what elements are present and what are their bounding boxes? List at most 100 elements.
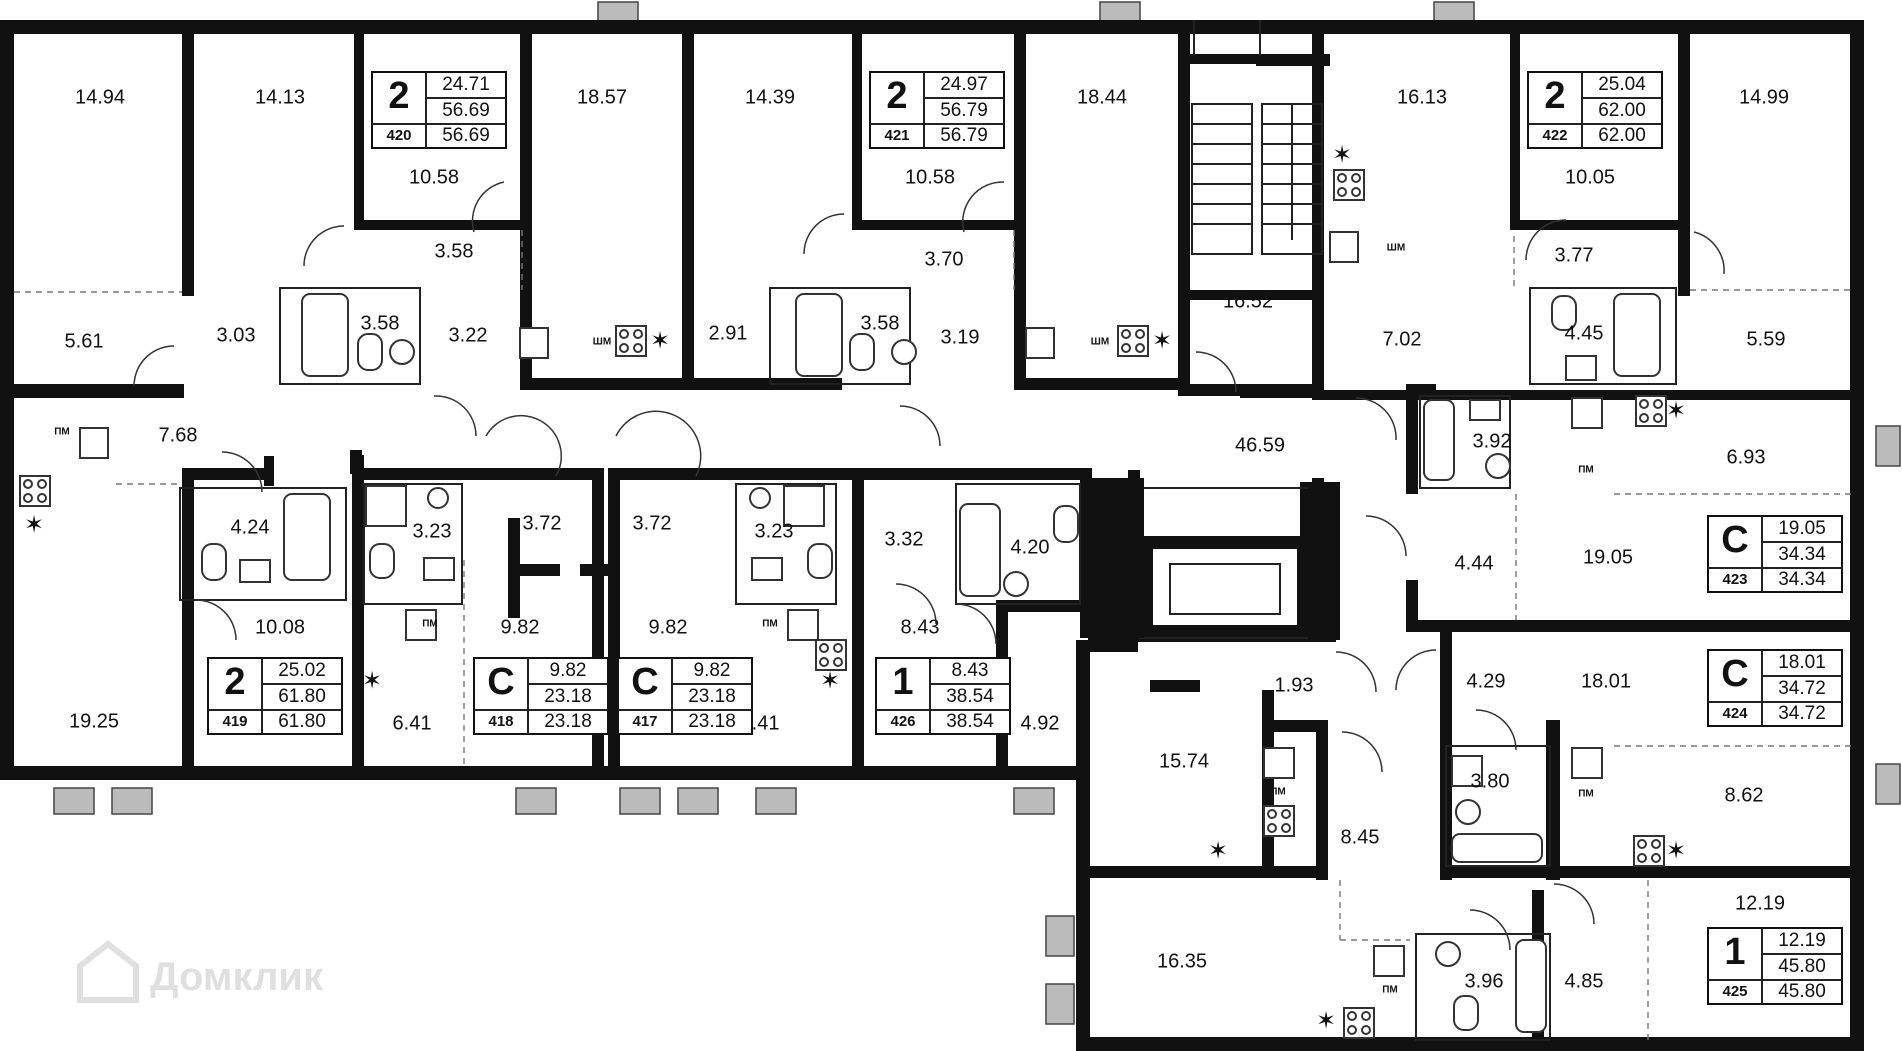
room-label: 19.05 bbox=[1583, 546, 1633, 568]
room-label: 3.96 bbox=[1465, 970, 1504, 992]
room-label: 16.35 bbox=[1157, 950, 1207, 972]
room-label: 18.01 bbox=[1581, 670, 1631, 692]
hood-icon: ✶ bbox=[362, 667, 382, 694]
room-label: 3.72 bbox=[633, 512, 672, 534]
room-label: 7.68 bbox=[159, 424, 198, 446]
rooms-count: С bbox=[487, 661, 514, 703]
total-area: 61.80 bbox=[278, 686, 326, 707]
rooms-count: 1 bbox=[1724, 931, 1745, 973]
room-label: 4.20 bbox=[1011, 536, 1050, 558]
living-area: 24.97 bbox=[940, 74, 988, 95]
apartment-area: 34.34 bbox=[1778, 569, 1826, 590]
hood-icon: ✶ bbox=[1666, 837, 1686, 864]
room-label: 8.45 bbox=[1341, 826, 1380, 848]
apartment-number: 418 bbox=[488, 713, 513, 730]
apartment-number: 424 bbox=[1722, 705, 1748, 722]
living-area: 24.71 bbox=[442, 74, 490, 95]
apartment-badge-420: 2 420 24.71 56.69 56.69 bbox=[371, 71, 507, 149]
apartment-number: 422 bbox=[1542, 127, 1567, 144]
room-label: 3.03 bbox=[217, 324, 256, 346]
room-label: 10.58 bbox=[905, 166, 955, 188]
hood-icon: ✶ bbox=[1208, 837, 1228, 864]
room-label: 5.59 bbox=[1747, 328, 1786, 350]
apartment-area: 34.72 bbox=[1778, 703, 1826, 724]
room-label: 6.93 bbox=[1727, 446, 1766, 468]
room-label: 19.25 bbox=[69, 710, 119, 732]
room-label: 18.44 bbox=[1077, 86, 1127, 108]
total-area: 56.69 bbox=[442, 100, 490, 121]
apartment-number: 423 bbox=[1722, 571, 1747, 588]
room-label: 2.91 bbox=[709, 322, 748, 344]
total-area: 62.00 bbox=[1598, 100, 1646, 121]
room-labels: 14.94 14.13 18.57 14.39 18.44 16.13 14.9… bbox=[65, 86, 1790, 992]
room-label: 3.77 bbox=[1555, 244, 1594, 266]
room-label: 15.74 bbox=[1159, 750, 1209, 772]
rooms-count: 2 bbox=[224, 661, 245, 703]
shm-icon: ШМ bbox=[1387, 243, 1405, 254]
doors bbox=[133, 181, 1725, 951]
watermark-text: Домклик bbox=[150, 955, 324, 999]
hob-icon bbox=[1117, 325, 1149, 357]
room-label: 8.43 bbox=[901, 616, 940, 638]
appliance-labels: ПМ ПМ ПМ ПМ ПМ ПМ ПМ ШМ ШМ ШМ ✶ ✶ ✶ ✶ ✶ … bbox=[24, 141, 1686, 1034]
hob-icon bbox=[1343, 1007, 1375, 1039]
apartment-badge-426: 1 426 8.43 38.54 38.54 bbox=[875, 657, 1011, 735]
outer-walls bbox=[0, 20, 1864, 1051]
apartment-number: 425 bbox=[1722, 983, 1747, 1000]
room-label: 14.94 bbox=[75, 86, 125, 108]
rooms-count: С bbox=[1721, 519, 1748, 561]
hood-icon: ✶ bbox=[1152, 327, 1172, 354]
total-area: 23.18 bbox=[688, 686, 736, 707]
living-area: 9.82 bbox=[550, 660, 587, 681]
apartment-area: 62.00 bbox=[1598, 125, 1646, 146]
room-label: 9.82 bbox=[649, 616, 688, 638]
apartment-badge-422: 2 422 25.04 62.00 62.00 bbox=[1527, 71, 1663, 149]
kitchen-fixtures bbox=[19, 169, 1667, 1039]
rooms-count: 2 bbox=[1544, 75, 1565, 117]
room-label: 3.32 bbox=[885, 528, 924, 550]
room-label: 1.93 bbox=[1275, 674, 1314, 696]
hob-icon bbox=[615, 325, 647, 357]
hob-icon bbox=[1633, 835, 1665, 867]
pm-icon: ПМ bbox=[1382, 985, 1398, 996]
room-label: 3.23 bbox=[413, 520, 452, 542]
apartment-badge-423: С 423 19.05 34.34 34.34 bbox=[1707, 515, 1843, 593]
room-label: 4.24 bbox=[231, 516, 270, 538]
rooms-count: 2 bbox=[886, 75, 907, 117]
hood-icon: ✶ bbox=[1666, 397, 1686, 424]
apartment-badge-425: 1 425 12.19 45.80 45.80 bbox=[1707, 927, 1843, 1005]
room-label: 14.13 bbox=[255, 86, 305, 108]
total-area: 34.72 bbox=[1778, 678, 1826, 699]
room-label: 3.80 bbox=[1471, 770, 1510, 792]
room-label: 3.72 bbox=[523, 512, 562, 534]
hood-icon: ✶ bbox=[1316, 1007, 1336, 1034]
total-area: 56.79 bbox=[940, 100, 988, 121]
total-area: 45.80 bbox=[1778, 956, 1826, 977]
hob-icon bbox=[19, 475, 51, 507]
hob-icon bbox=[1333, 169, 1365, 201]
hood-icon: ✶ bbox=[24, 511, 44, 538]
hob-icon bbox=[1263, 805, 1295, 837]
room-label: 10.05 bbox=[1565, 166, 1615, 188]
room-label: 8.62 bbox=[1725, 784, 1764, 806]
room-label: 3.92 bbox=[1473, 430, 1512, 452]
room-label: 14.99 bbox=[1739, 86, 1789, 108]
room-label: 14.39 bbox=[745, 86, 795, 108]
room-label: 5.61 bbox=[65, 330, 104, 352]
room-label: 4.85 bbox=[1565, 970, 1604, 992]
living-area: 9.82 bbox=[694, 660, 731, 681]
apartment-number: 419 bbox=[222, 713, 247, 730]
apartment-area: 61.80 bbox=[278, 711, 326, 732]
apartment-badge-418: С 418 9.82 23.18 23.18 bbox=[473, 657, 609, 735]
hob-icon bbox=[815, 639, 847, 671]
living-area: 19.05 bbox=[1778, 518, 1826, 539]
watermark: Домклик bbox=[77, 940, 324, 1003]
elevators bbox=[1092, 478, 1340, 640]
room-label: 18.57 bbox=[577, 86, 627, 108]
total-area: 34.34 bbox=[1778, 544, 1826, 565]
living-area: 18.01 bbox=[1778, 652, 1826, 673]
apartment-number: 421 bbox=[884, 127, 909, 144]
room-label: 3.19 bbox=[941, 326, 980, 348]
room-label: 4.92 bbox=[1021, 712, 1060, 734]
hood-icon: ✶ bbox=[1332, 141, 1352, 168]
